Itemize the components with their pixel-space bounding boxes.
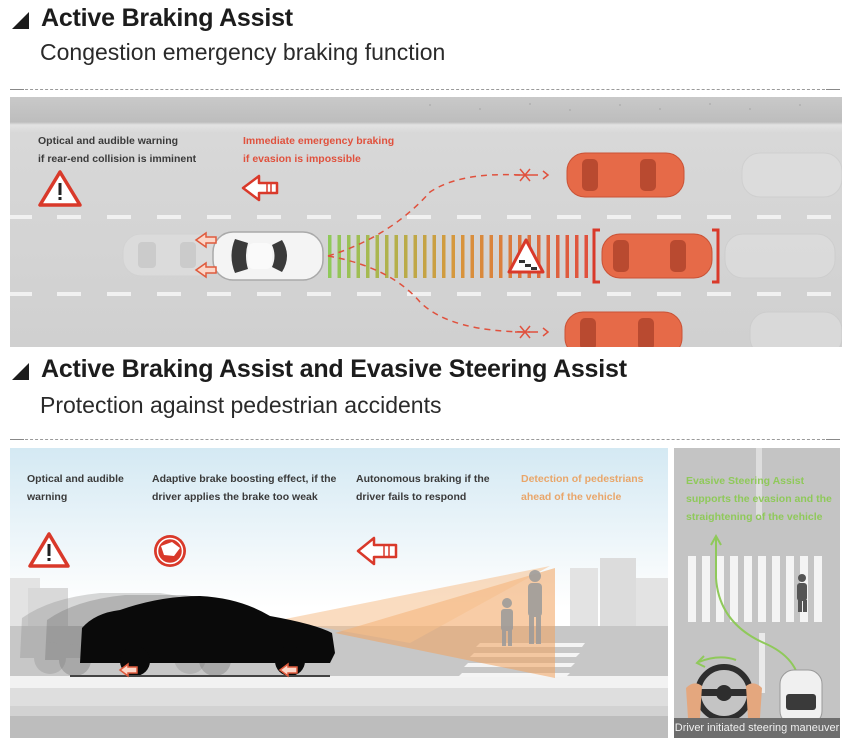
brake-boost-line2: driver applies the brake too weak xyxy=(152,491,318,503)
distance-bar xyxy=(337,235,341,278)
road-diagram: Optical and audible warning if rear-end … xyxy=(10,97,842,347)
distance-bar xyxy=(480,235,484,278)
evasion-paths xyxy=(327,173,531,333)
distance-bar xyxy=(565,235,569,278)
warning-label-line2: if rear-end collision is imminent xyxy=(38,153,197,165)
warning-label-line1: Optical and audible warning xyxy=(38,135,179,147)
distance-bar xyxy=(432,235,436,278)
traffic-jam-sign-icon xyxy=(507,238,545,274)
distance-bar xyxy=(451,235,455,278)
steering-svg xyxy=(686,448,823,726)
brake-pedal-icon xyxy=(154,535,186,567)
distance-bar xyxy=(404,235,408,278)
ghost-car-trailing xyxy=(122,233,219,277)
distance-bar xyxy=(461,235,465,278)
pedestrian-scene: Optical and audible warning Adaptive bra… xyxy=(10,448,668,738)
sidewalk xyxy=(10,676,668,688)
section2-title-text: Active Braking Assist and Evasive Steeri… xyxy=(41,355,627,383)
warning-triangle-icon xyxy=(38,170,82,207)
target-car-center xyxy=(601,233,713,279)
autonomous-line2: driver fails to respond xyxy=(356,491,467,503)
detection-line1: Detection of pedestrians xyxy=(521,473,644,485)
wheel-brake-arrows xyxy=(118,662,298,678)
ped-warning-line1: Optical and audible xyxy=(27,473,124,485)
section2-subtitle: Protection against pedestrian accidents xyxy=(40,392,442,418)
braking-label-line1: Immediate emergency braking xyxy=(243,135,395,147)
section1-title-text: Active Braking Assist xyxy=(41,4,293,32)
brake-boost-line1: Adaptive brake boosting effect, if the xyxy=(152,473,337,485)
ped-warning-label: Optical and audible warning xyxy=(27,470,124,506)
warning-triangle-icon xyxy=(28,532,70,568)
lane-marking-top xyxy=(756,448,762,518)
brake-boost-label: Adaptive brake boosting effect, if the d… xyxy=(152,470,336,506)
section2-divider xyxy=(10,439,840,440)
pedestrian-icon xyxy=(797,574,807,612)
steering-scene: Evasive Steering Assist supports the eva… xyxy=(674,448,840,738)
road-svg xyxy=(10,103,842,347)
ego-car-top-view xyxy=(779,669,823,726)
detection-label: Detection of pedestrians ahead of the ve… xyxy=(521,470,644,506)
distance-bar xyxy=(442,235,446,278)
detection-beam xyxy=(280,566,555,678)
braking-label-line2: if evasion is impossible xyxy=(243,153,361,165)
evasive-line1: Evasive Steering Assist xyxy=(686,475,805,487)
pedestrian-svg xyxy=(10,532,668,738)
road-band-1 xyxy=(10,688,668,706)
section1-divider xyxy=(10,89,840,90)
braking-label: Immediate emergency braking if evasion i… xyxy=(243,132,394,168)
target-car-top xyxy=(566,152,685,198)
distance-bar xyxy=(413,235,417,278)
autonomous-line1: Autonomous braking if the xyxy=(356,473,490,485)
distance-bar xyxy=(470,235,474,278)
distance-bar xyxy=(385,235,389,278)
blocked-path-x-icon xyxy=(515,168,550,339)
section1-title: Active Braking Assist xyxy=(12,4,293,33)
section-triangle-icon xyxy=(12,362,29,380)
steering-path-arrowhead xyxy=(710,533,722,546)
road-band-3 xyxy=(10,716,668,738)
brake-arrow-icon xyxy=(356,536,398,566)
distance-bar xyxy=(394,235,398,278)
brake-arrow-icon xyxy=(241,174,279,202)
distance-bar xyxy=(556,235,560,278)
detection-line2: ahead of the vehicle xyxy=(521,491,622,503)
road-band-2 xyxy=(10,706,668,716)
distance-bar xyxy=(489,235,493,278)
distance-bar xyxy=(423,235,427,278)
distance-warning-bars xyxy=(328,235,588,278)
distance-bar xyxy=(366,235,370,278)
ego-car xyxy=(212,231,324,281)
distance-bar xyxy=(537,235,541,278)
ghost-cars-ahead xyxy=(724,152,842,347)
distance-bar xyxy=(375,235,379,278)
distance-bar xyxy=(499,235,503,278)
evasive-steering-label: Evasive Steering Assist supports the eva… xyxy=(686,472,832,526)
distance-bar xyxy=(347,235,351,278)
distance-bar xyxy=(356,235,360,278)
distance-bar xyxy=(584,235,588,278)
rotation-arrow-icon xyxy=(695,655,737,668)
section-triangle-icon xyxy=(12,11,29,29)
distance-bar xyxy=(546,235,550,278)
steering-wheel-icon xyxy=(686,664,762,722)
autonomous-braking-label: Autonomous braking if the driver fails t… xyxy=(356,470,490,506)
steering-caption: Driver initiated steering maneuver xyxy=(674,718,840,738)
warning-label: Optical and audible warning if rear-end … xyxy=(38,132,196,168)
evasive-line2: supports the evasion and the xyxy=(686,493,832,505)
target-car-bottom xyxy=(564,311,683,347)
ped-warning-line2: warning xyxy=(27,491,68,503)
brake-light-arrows xyxy=(194,231,217,279)
pedestrian-icon xyxy=(501,570,542,646)
section1-subtitle: Congestion emergency braking function xyxy=(40,39,446,65)
target-bracket xyxy=(592,228,720,284)
lane-marking-bottom xyxy=(759,633,765,693)
evasive-line3: straightening of the vehicle xyxy=(686,511,823,523)
lane-markings xyxy=(10,215,831,296)
roadside-strip xyxy=(429,103,801,111)
distance-bar xyxy=(575,235,579,278)
section2-title: Active Braking Assist and Evasive Steeri… xyxy=(12,355,627,384)
distance-bar xyxy=(508,235,512,278)
